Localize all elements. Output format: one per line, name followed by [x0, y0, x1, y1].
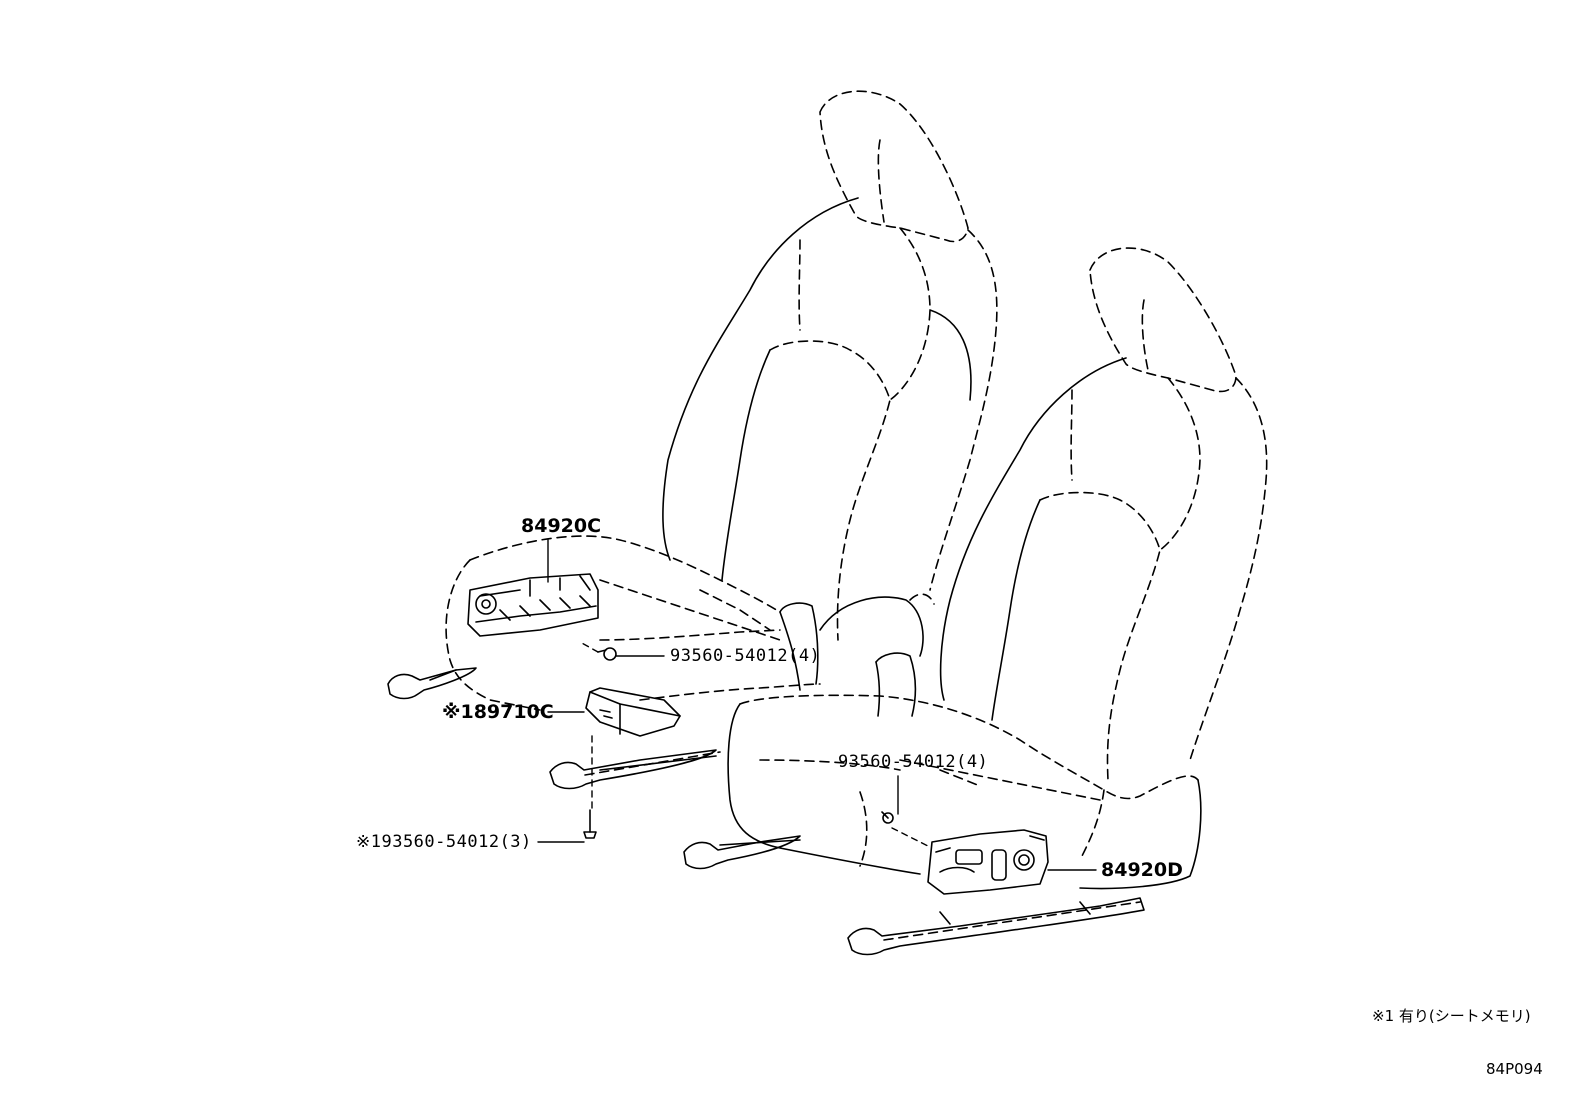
bolt-left — [597, 647, 617, 661]
label-bolt-right: 93560-54012(4) — [838, 752, 989, 772]
left-backrest — [662, 197, 859, 561]
bolt-right — [881, 811, 894, 824]
left-headrest — [819, 90, 969, 243]
right-rail-front — [683, 835, 801, 870]
right-rail-back — [847, 897, 1145, 956]
right-backrest — [939, 357, 1127, 701]
label-84920C: 84920C — [521, 515, 602, 537]
switch-84920C — [467, 573, 599, 637]
label-89710C: ※189710C — [442, 701, 554, 723]
right-headrest — [1089, 247, 1237, 393]
bolt-bottom — [583, 809, 597, 839]
figure-code: 84P094 — [1486, 1060, 1543, 1078]
label-84920D: 84920D — [1101, 859, 1183, 881]
footnote: ※1 有り(シートメモリ) — [1372, 1007, 1531, 1025]
label-bolt-left: 93560-54012(4) — [670, 646, 821, 666]
right-seat — [683, 247, 1268, 956]
left-rail-back — [549, 749, 717, 790]
label-bolt-bottom: ※193560-54012(3) — [356, 832, 532, 852]
switch-84920D — [927, 829, 1049, 895]
left-rail-front — [387, 667, 477, 700]
left-seat — [387, 90, 998, 790]
leader-lines — [537, 539, 1097, 871]
left-cushion — [469, 535, 781, 613]
ecu-89710C — [585, 687, 681, 737]
right-cushion — [739, 694, 1199, 800]
